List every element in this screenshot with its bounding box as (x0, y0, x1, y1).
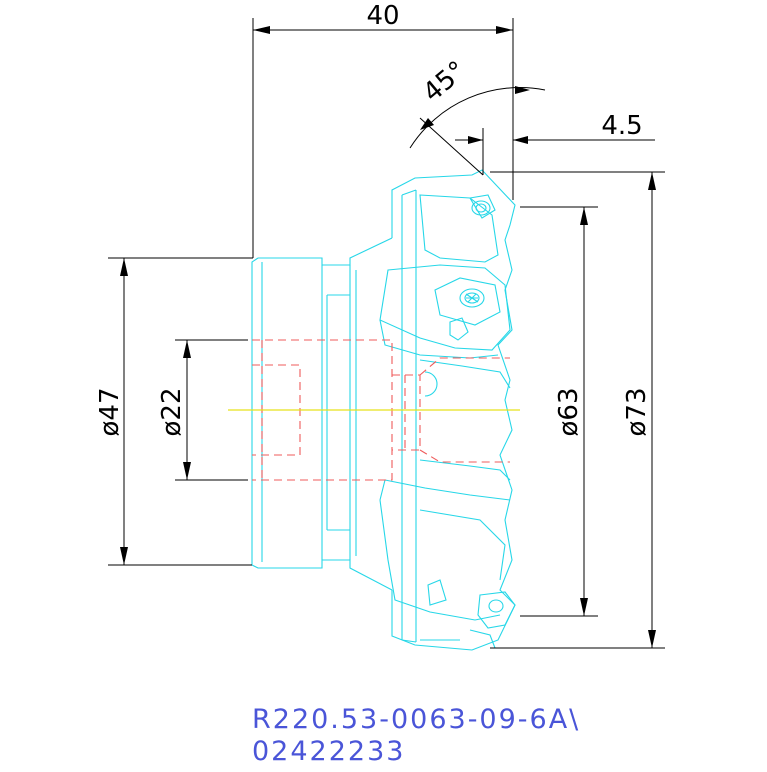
part-number-line2: 02422233 (252, 736, 405, 767)
dim-47-label: ø47 (95, 388, 125, 437)
dim-40-label: 40 (366, 1, 399, 31)
dim-73-label: ø73 (622, 388, 652, 437)
dim-22-label: ø22 (157, 388, 187, 437)
part-number-line1: R220.53-0063-09-6A\ (252, 704, 580, 735)
dim-63-label: ø63 (554, 388, 584, 437)
dim-4-5-label: 4.5 (601, 111, 642, 141)
cutter-outline (251, 169, 516, 651)
dimension-lines (108, 18, 665, 649)
